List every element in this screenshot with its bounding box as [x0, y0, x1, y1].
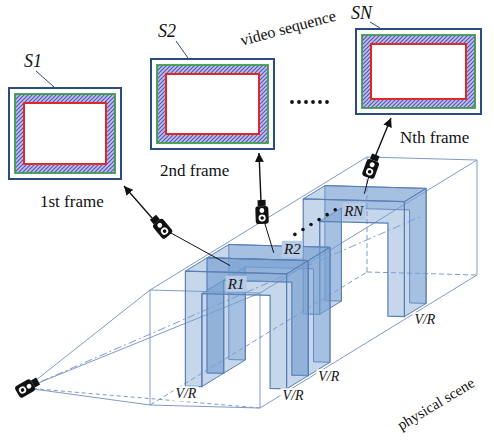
dimension-label: V/R — [412, 312, 437, 327]
ellipsis-dot — [290, 100, 294, 104]
frame-symbol: S1 — [24, 52, 42, 72]
ellipsis-dot — [333, 208, 337, 212]
ellipsis-dot — [297, 100, 301, 104]
camera-reel — [365, 167, 374, 176]
frame-drawing — [355, 28, 482, 115]
frame-inner — [24, 103, 106, 164]
ellipsis-dot — [293, 233, 297, 237]
frame-box — [355, 28, 482, 115]
video-frame: S1 1st frame — [8, 52, 132, 215]
frame-border — [9, 88, 121, 179]
dimension-label: V/R — [316, 369, 341, 384]
scene-box-edge — [477, 160, 478, 275]
camera-lens — [31, 378, 40, 388]
frame-border — [151, 59, 274, 149]
camera-reel — [369, 162, 375, 168]
camera-reel — [26, 383, 33, 390]
camera-icon — [14, 375, 41, 398]
frame-symbol: SN — [351, 4, 372, 24]
region-side — [404, 188, 426, 316]
scene-box-edge — [150, 405, 260, 408]
ellipsis-dot — [325, 213, 329, 217]
caption-label: video sequence — [236, 6, 339, 49]
camera-icon — [361, 153, 381, 180]
frustum-line — [26, 388, 150, 405]
frame-border — [356, 29, 481, 114]
ellipsis-dot — [317, 218, 321, 222]
frame-caption: 1st frame — [40, 193, 104, 212]
ellipsis-dot — [318, 100, 322, 104]
camera-reel — [260, 216, 264, 220]
frame-band — [157, 65, 268, 143]
frame-drawing — [150, 58, 275, 150]
frame-symbol: S2 — [158, 22, 176, 42]
dimension-label: V/R — [173, 386, 198, 401]
camera-reel — [18, 385, 28, 395]
frame-drawing — [8, 87, 122, 180]
frame-box — [8, 87, 122, 180]
projection-arrow — [375, 118, 391, 157]
projection-arrow — [124, 186, 152, 218]
camera-reel — [259, 208, 264, 213]
projection-arrow — [259, 153, 261, 202]
scene-box-edge — [150, 290, 151, 405]
region-label: R1 — [226, 275, 247, 292]
ellipsis-dot — [301, 228, 305, 232]
region-label: RN — [342, 203, 365, 220]
ellipsis-dot — [325, 100, 329, 104]
dimension-label: V/R — [281, 389, 306, 404]
region-side — [287, 261, 309, 389]
region-label: R2 — [282, 241, 303, 258]
camera-reel — [20, 388, 25, 393]
view-line — [162, 228, 230, 266]
camera-icon — [255, 200, 269, 224]
ellipsis-dot — [311, 100, 315, 104]
camera-reel — [162, 229, 167, 234]
camera-lens — [150, 215, 160, 225]
frame-inner — [166, 74, 259, 134]
camera-reel — [258, 214, 265, 221]
camera-body — [255, 206, 269, 224]
frame-inner — [371, 44, 466, 99]
frustum-line — [26, 290, 150, 388]
camera-lens — [370, 153, 380, 161]
scene-box-edge — [260, 293, 261, 408]
region-side — [202, 280, 224, 386]
caption-label: physical scene — [393, 373, 480, 434]
region-front — [185, 271, 286, 389]
frustum-line — [26, 388, 260, 408]
video-frame: SNNth frame — [355, 4, 492, 151]
region-side — [308, 247, 330, 375]
frame-band — [362, 35, 475, 108]
camera-reel — [367, 169, 372, 174]
camera-reel — [159, 226, 169, 236]
video-frame: S2 2nd frame — [150, 22, 285, 184]
optical-axis — [26, 216, 422, 388]
ellipsis-dot — [309, 223, 313, 227]
ellipsis-dot — [304, 100, 308, 104]
scene-box-edge — [367, 157, 477, 160]
frame-box — [150, 58, 275, 150]
leader-line — [36, 71, 54, 87]
camera-reel — [156, 222, 163, 229]
leader-line — [176, 41, 188, 58]
frame-band — [15, 94, 115, 173]
frame-caption: 2nd frame — [160, 162, 229, 181]
frame-caption: Nth frame — [400, 129, 469, 148]
